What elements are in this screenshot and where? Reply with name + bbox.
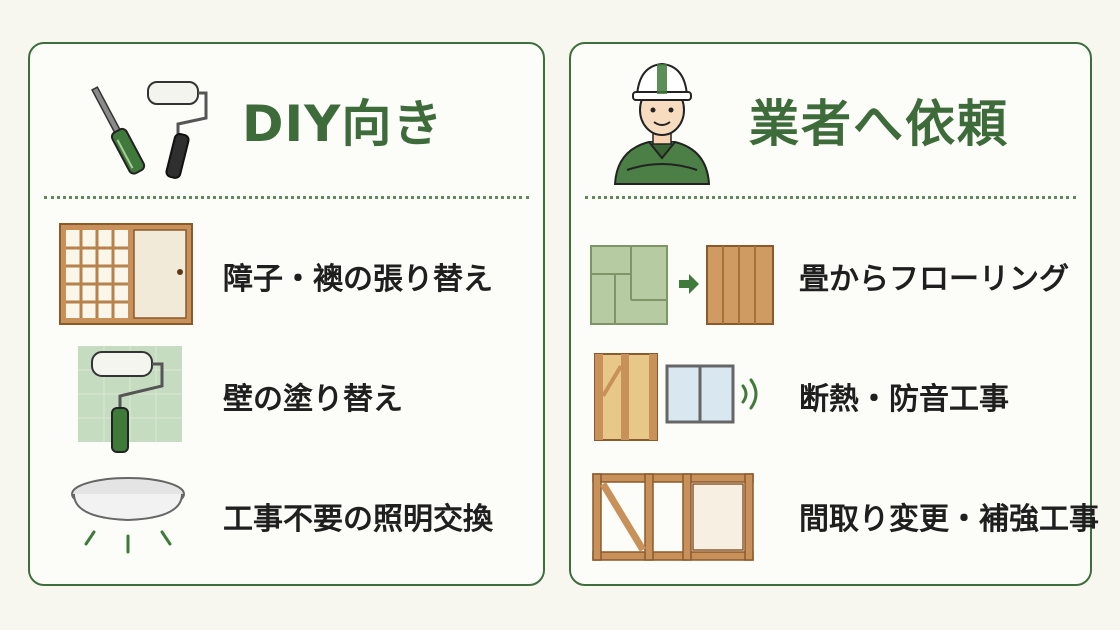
list-item: 畳からフローリング xyxy=(571,216,1090,336)
contractor-divider xyxy=(585,196,1076,199)
paint-roller-wall-icon xyxy=(70,336,190,456)
item-label: 間取り変更・補強工事 xyxy=(799,502,1099,537)
list-item: 工事不要の照明交換 xyxy=(30,456,543,576)
item-label: 断熱・防音工事 xyxy=(799,382,1009,417)
list-item: 断熱・防音工事 xyxy=(571,336,1090,456)
item-label: 障子・襖の張り替え xyxy=(223,262,493,297)
diy-panel: DIY向き 障子・襖の張り xyxy=(28,42,545,586)
item-label: 工事不要の照明交換 xyxy=(223,502,493,537)
contractor-panel: 業者へ依頼 畳からフローリング xyxy=(569,42,1099,586)
list-item: 壁の塗り替え xyxy=(30,336,543,456)
tatami-to-flooring-icon xyxy=(587,216,777,326)
item-label: 壁の塗り替え xyxy=(223,382,403,417)
diy-panel-header: DIY向き xyxy=(30,44,543,194)
insulation-window-icon xyxy=(593,336,773,446)
diy-title: DIY向き xyxy=(242,95,444,153)
shoji-door-icon xyxy=(58,216,198,326)
contractor-panel-header: 業者へ依頼 xyxy=(571,44,1090,194)
diy-divider xyxy=(44,196,529,199)
wall-frame-icon xyxy=(589,456,759,566)
list-item: 間取り変更・補強工事 xyxy=(571,456,1099,576)
screwdriver-roller-icon xyxy=(80,74,210,184)
contractor-title: 業者へ依頼 xyxy=(749,95,1009,153)
ceiling-light-icon xyxy=(66,456,196,566)
contractor-worker-icon xyxy=(609,58,715,186)
list-item: 障子・襖の張り替え xyxy=(30,216,543,336)
item-label: 畳からフローリング xyxy=(799,262,1069,297)
